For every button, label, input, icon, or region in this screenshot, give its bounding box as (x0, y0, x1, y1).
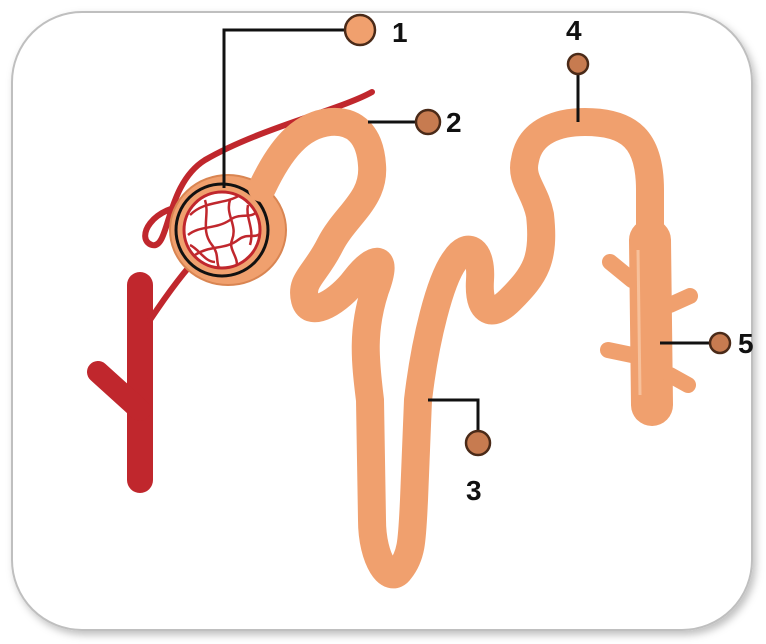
label-2: 2 (446, 107, 462, 138)
marker-1 (345, 15, 375, 45)
marker-5 (710, 333, 730, 353)
label-5: 5 (738, 328, 754, 359)
label-1: 1 (392, 17, 408, 48)
marker-4 (568, 54, 588, 74)
label-3: 3 (466, 475, 482, 506)
label-4: 4 (566, 15, 582, 46)
marker-3 (466, 431, 490, 455)
marker-2 (416, 110, 440, 134)
